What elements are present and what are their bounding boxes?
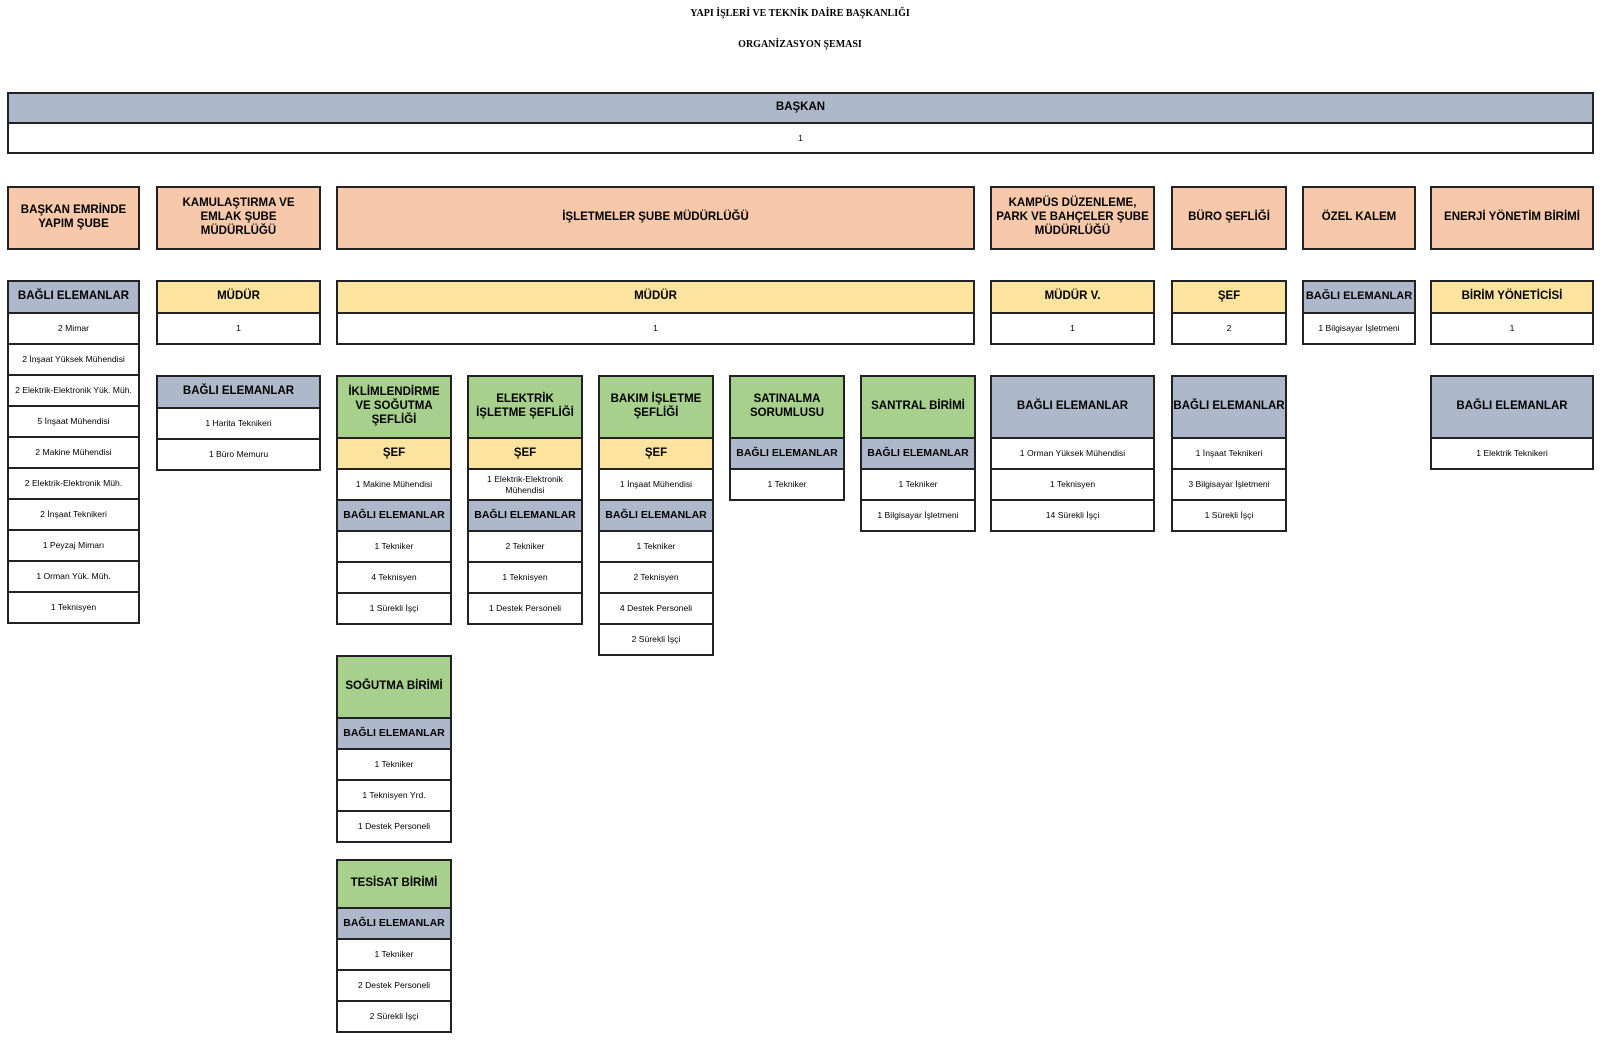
page-title: YAPI İŞLERİ VE TEKNİK DAİRE BAŞKANLIĞI [690, 8, 910, 19]
president-box: BAŞKAN [7, 92, 1594, 124]
staff-header: BAĞLI ELEMANLAR [598, 499, 714, 532]
staff-row: 2 Sürekli İşçi [598, 623, 714, 656]
sub-unit-box: SOĞUTMA BİRİMİ [336, 655, 452, 719]
staff-row: 2 Makine Mühendisi [7, 436, 140, 469]
sub-unit-box: BAKIM İŞLETME ŞEFLİĞİ [598, 375, 714, 439]
sub-unit-manager-header: ŞEF [467, 437, 583, 470]
president-count: 1 [7, 122, 1594, 154]
staff-header: BAĞLI ELEMANLAR [1302, 280, 1416, 314]
staff-row: 1 Teknisyen [990, 468, 1155, 501]
manager-count: 1 [1430, 312, 1594, 345]
staff-row: 1 Orman Yüksek Mühendisi [990, 437, 1155, 470]
staff-row: 1 Teknisyen [467, 561, 583, 594]
manager-header: BİRİM YÖNETİCİSİ [1430, 280, 1594, 314]
manager-count: 1 [336, 312, 975, 345]
staff-row: 2 Sürekli İşçi [336, 1000, 452, 1033]
manager-count: 2 [1171, 312, 1287, 345]
manager-header: MÜDÜR V. [990, 280, 1155, 314]
staff-row: 1 Destek Personeli [336, 810, 452, 843]
staff-row: 1 Bilgisayar İşletmeni [860, 499, 976, 532]
sub-unit-manager-row: 1 Makine Mühendisi [336, 468, 452, 501]
department-box: ÖZEL KALEM [1302, 186, 1416, 250]
staff-row: 1 Tekniker [598, 530, 714, 563]
staff-row: 1 Peyzaj Mimarı [7, 529, 140, 562]
manager-header: MÜDÜR [156, 280, 321, 314]
staff-row: 1 Bilgisayar İşletmeni [1302, 312, 1416, 345]
staff-header: BAĞLI ELEMANLAR [990, 375, 1155, 439]
staff-row: 1 Sürekli İşçi [336, 592, 452, 625]
sub-unit-box: TESİSAT BİRİMİ [336, 859, 452, 909]
staff-row: 1 Tekniker [860, 468, 976, 501]
staff-row: 4 Teknisyen [336, 561, 452, 594]
staff-header: BAĞLI ELEMANLAR [467, 499, 583, 532]
staff-header: BAĞLI ELEMANLAR [336, 499, 452, 532]
sub-unit-manager-header: ŞEF [336, 437, 452, 470]
staff-header: BAĞLI ELEMANLAR [156, 375, 321, 409]
staff-row: 1 İnşaat Teknikeri [1171, 437, 1287, 470]
manager-header: ŞEF [1171, 280, 1287, 314]
staff-row: 1 Destek Personeli [467, 592, 583, 625]
sub-unit-manager-header: ŞEF [598, 437, 714, 470]
sub-unit-box: ELEKTRİK İŞLETME ŞEFLİĞİ [467, 375, 583, 439]
staff-row: 2 Elektrik-Elektronik Müh. [7, 467, 140, 500]
page-subtitle: ORGANİZASYON ŞEMASI [738, 39, 862, 50]
staff-header: BAĞLI ELEMANLAR [1430, 375, 1594, 439]
sub-unit-box: SANTRAL BİRİMİ [860, 375, 976, 439]
department-box: BAŞKAN EMRİNDE YAPIM ŞUBE [7, 186, 140, 250]
staff-row: 14 Sürekli İşçi [990, 499, 1155, 532]
staff-row: 1 Teknisyen Yrd. [336, 779, 452, 812]
department-box: BÜRO ŞEFLİĞİ [1171, 186, 1287, 250]
staff-row: 2 Elektrik-Elektronik Yük. Müh. [7, 374, 140, 407]
staff-row: 2 Tekniker [467, 530, 583, 563]
department-box: İŞLETMELER ŞUBE MÜDÜRLÜĞÜ [336, 186, 975, 250]
staff-row: 3 Bilgisayar İşletmeni [1171, 468, 1287, 501]
manager-header: MÜDÜR [336, 280, 975, 314]
staff-row: 1 Sürekli İşçi [1171, 499, 1287, 532]
staff-header: BAĞLI ELEMANLAR [1171, 375, 1287, 439]
staff-header: BAĞLI ELEMANLAR [7, 280, 140, 314]
staff-header: BAĞLI ELEMANLAR [336, 907, 452, 940]
manager-count: 1 [990, 312, 1155, 345]
staff-row: 2 İnşaat Yüksek Mühendisi [7, 343, 140, 376]
staff-row: 2 Mimar [7, 312, 140, 345]
sub-unit-box: SATINALMA SORUMLUSU [729, 375, 845, 439]
department-box: KAMPÜS DÜZENLEME, PARK VE BAHÇELER ŞUBE … [990, 186, 1155, 250]
sub-unit-box: İKLİMLENDİRME VE SOĞUTMA ŞEFLİĞİ [336, 375, 452, 439]
staff-row: 1 Büro Memuru [156, 438, 321, 471]
staff-row: 2 Teknisyen [598, 561, 714, 594]
department-box: KAMULAŞTIRMA VE EMLAK ŞUBE MÜDÜRLÜĞÜ [156, 186, 321, 250]
staff-row: 1 Harita Teknikeri [156, 407, 321, 440]
staff-row: 1 Tekniker [336, 748, 452, 781]
staff-row: 1 Tekniker [336, 530, 452, 563]
staff-header: BAĞLI ELEMANLAR [336, 717, 452, 750]
staff-row: 2 Destek Personeli [336, 969, 452, 1002]
staff-row: 1 Tekniker [336, 938, 452, 971]
sub-unit-manager-row: 1 Elektrik-Elektronik Mühendisi [467, 468, 583, 501]
staff-row: 4 Destek Personeli [598, 592, 714, 625]
staff-row: 1 Teknisyen [7, 591, 140, 624]
staff-row: 2 İnşaat Teknikeri [7, 498, 140, 531]
sub-unit-manager-row: 1 İnşaat Mühendisi [598, 468, 714, 501]
staff-row: 5 İnşaat Mühendisi [7, 405, 140, 438]
staff-row: 1 Elektrik Teknikeri [1430, 437, 1594, 470]
staff-header: BAĞLI ELEMANLAR [729, 437, 845, 470]
staff-row: 1 Orman Yük. Müh. [7, 560, 140, 593]
department-box: ENERJİ YÖNETİM BİRİMİ [1430, 186, 1594, 250]
staff-row: 1 Tekniker [729, 468, 845, 501]
manager-count: 1 [156, 312, 321, 345]
staff-header: BAĞLI ELEMANLAR [860, 437, 976, 470]
